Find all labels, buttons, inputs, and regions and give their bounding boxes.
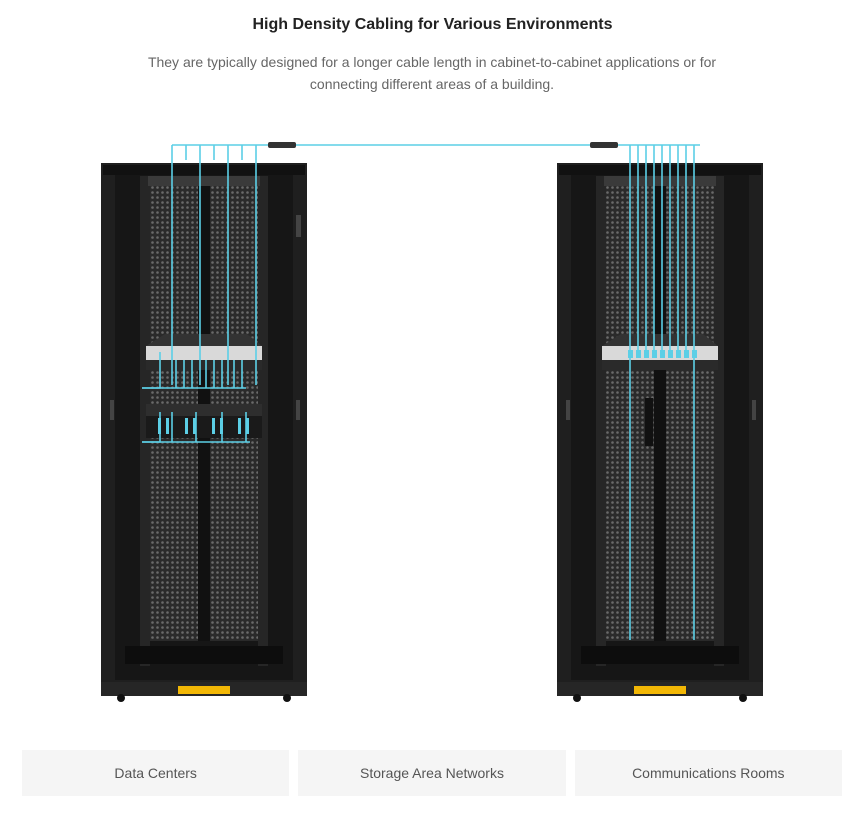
right-ports	[628, 350, 697, 358]
left-cabinet	[101, 163, 307, 702]
cable-connectors	[268, 142, 618, 148]
right-cabinet	[557, 163, 763, 702]
tab-communications-rooms[interactable]: Communications Rooms	[574, 750, 842, 796]
cabinet-cabling-illustration	[101, 142, 763, 702]
fiber-cables	[142, 144, 700, 640]
section-subtitle: They are typically designed for a longer…	[147, 54, 717, 92]
left-warning-label	[178, 686, 230, 694]
right-warning-label	[634, 686, 686, 694]
tab-data-centers[interactable]: Data Centers	[22, 750, 290, 796]
environment-tabs: Data Centers Storage Area Networks Commu…	[22, 750, 842, 796]
tab-storage-area-networks[interactable]: Storage Area Networks	[298, 750, 566, 796]
section-title: High Density Cabling for Various Environ…	[252, 16, 613, 33]
